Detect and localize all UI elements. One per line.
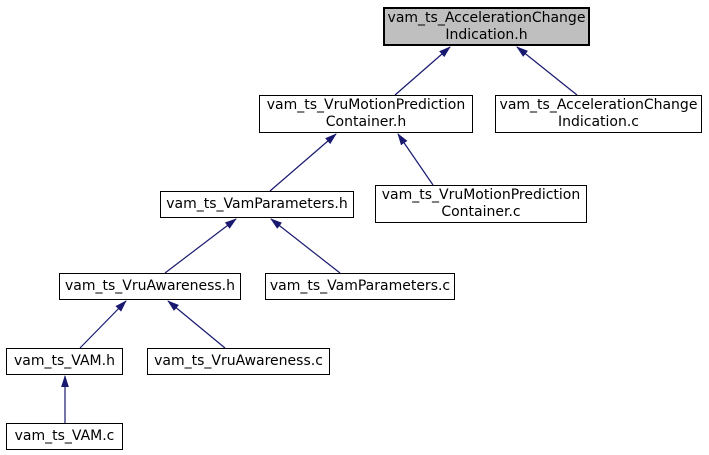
graph-node-vam-ts-vruawareness-h[interactable]: vam_ts_VruAwareness.h [59, 273, 241, 300]
graph-node-vam-ts-accelerationchange-indication-h: vam_ts_AccelerationChange Indication.h [383, 7, 590, 46]
edge-acc_c-to-acc_h [516, 46, 578, 96]
graph-node-vam-ts-vam-c[interactable]: vam_ts_VAM.c [6, 423, 123, 450]
edge-vamp_c-to-vamp_h [270, 218, 341, 274]
graph-node-vam-ts-vrumotionprediction-container-c[interactable]: vam_ts_VruMotionPrediction Container.c [375, 185, 587, 223]
edge-vrua_c-to-vrua_h [167, 300, 226, 349]
graph-node-vam-ts-vruawareness-c[interactable]: vam_ts_VruAwareness.c [147, 348, 330, 375]
edge-vmp_h-to-acc_h [394, 46, 451, 96]
graph-node-vam-ts-vamparameters-c[interactable]: vam_ts_VamParameters.c [265, 273, 455, 300]
graph-node-vam-ts-vrumotionprediction-container-h[interactable]: vam_ts_VruMotionPrediction Container.h [259, 95, 473, 133]
edge-vmp_c-to-vmp_h [397, 133, 434, 186]
edge-vrua_h-to-vamp_h [164, 218, 237, 274]
graph-node-vam-ts-vam-h[interactable]: vam_ts_VAM.h [6, 348, 123, 375]
edge-vam_h-to-vrua_h [79, 300, 127, 349]
graph-node-vam-ts-vamparameters-h[interactable]: vam_ts_VamParameters.h [160, 191, 354, 218]
graph-node-vam-ts-accelerationchange-indication-c[interactable]: vam_ts_AccelerationChange Indication.c [495, 95, 702, 133]
edge-group [61, 46, 578, 423]
edge-vamp_h-to-vmp_h [269, 133, 337, 192]
